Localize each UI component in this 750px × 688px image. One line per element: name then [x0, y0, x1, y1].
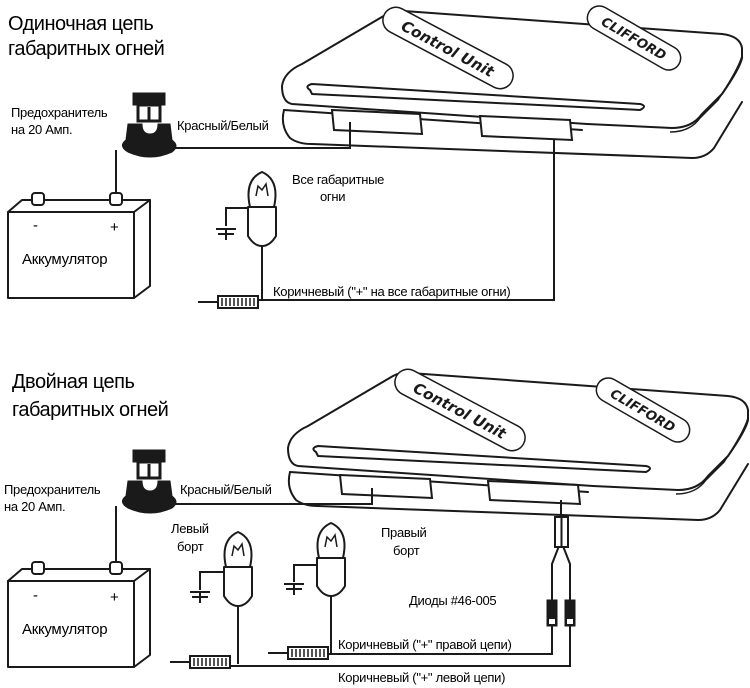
fuse-label-line2: на 20 Амп. — [11, 122, 72, 137]
connector-right — [478, 114, 574, 142]
red-white-wire — [172, 488, 373, 505]
title-line2: габаритных огней — [12, 399, 168, 421]
right-side-label-line2: борт — [393, 543, 420, 558]
brown-wire-single — [258, 140, 555, 301]
ground-icon — [216, 228, 236, 240]
brand-badge: CLIFFORD — [595, 377, 691, 443]
dual-circuit: Control Unit CLIFFORD — [4, 368, 749, 685]
ground-icon — [284, 583, 304, 595]
battery-minus-label: - — [33, 587, 38, 604]
red-white-wire-label: Красный/Белый — [177, 118, 269, 133]
bulb-icon-left — [190, 531, 253, 607]
bulb-label-line2: огни — [320, 189, 345, 204]
red-white-wire-label: Красный/Белый — [180, 482, 272, 497]
diode-icon-left — [564, 599, 576, 627]
control-unit-badge: Control Unit — [382, 6, 514, 90]
diode-branch-left — [562, 545, 571, 600]
battery-plus-label: + — [110, 219, 119, 236]
left-side-label-line2: борт — [177, 539, 204, 554]
control-unit-badge: Control Unit — [394, 368, 526, 452]
brand-badge: CLIFFORD — [586, 5, 682, 71]
bulb-icon-single — [216, 171, 277, 247]
title-line1: Двойная цепь — [12, 371, 134, 393]
battery-icon-dual — [7, 561, 151, 668]
brown-wire-right — [326, 626, 553, 655]
diodes-label: Диоды #46-005 — [409, 593, 496, 608]
control-unit-text: Control Unit — [398, 17, 498, 81]
battery-icon-single — [7, 192, 151, 299]
bulb-icon-right — [284, 522, 346, 597]
fuse-label-line2: на 20 Амп. — [4, 499, 65, 514]
inline-connector-icon-left — [189, 655, 231, 669]
brown-wire-label: Коричневый ("+" на все габаритные огни) — [273, 284, 510, 299]
brown-left-label: Коричневый ("+" левой цепи) — [338, 670, 505, 685]
battery-minus-label: - — [33, 217, 38, 234]
ground-icon — [190, 591, 210, 603]
control-unit-dual: Control Unit CLIFFORD — [287, 368, 749, 521]
title-line2: габаритных огней — [8, 38, 164, 60]
inline-connector-icon — [217, 295, 259, 309]
brown-wire-left — [228, 626, 571, 667]
fuse-label-line1: Предохранитель — [11, 105, 108, 120]
red-white-wire — [172, 122, 351, 149]
diode-connector-icon — [554, 516, 569, 548]
connector-left — [338, 473, 434, 500]
control-unit-text: Control Unit — [410, 379, 510, 443]
diode-icon-right — [546, 599, 558, 627]
single-circuit: Control Unit CLIFFORD - + — [7, 5, 743, 309]
left-side-label-line1: Левый — [171, 521, 209, 536]
bulb-label-line1: Все габаритные — [292, 172, 384, 187]
connector-right — [486, 479, 582, 506]
battery-label: Аккумулятор — [22, 621, 107, 638]
inline-connector-icon-right — [287, 646, 329, 660]
connector-left — [330, 108, 424, 136]
title-line1: Одиночная цепь — [8, 13, 153, 35]
diode-branch-right — [551, 545, 560, 600]
fuse-icon — [122, 449, 177, 514]
brown-right-label: Коричневый ("+" правой цепи) — [338, 637, 512, 652]
fuse-icon — [122, 92, 177, 158]
fuse-label-line1: Предохранитель — [4, 482, 101, 497]
right-side-label-line1: Правый — [381, 525, 427, 540]
battery-plus-label: + — [110, 589, 119, 606]
battery-label: Аккумулятор — [22, 251, 107, 268]
